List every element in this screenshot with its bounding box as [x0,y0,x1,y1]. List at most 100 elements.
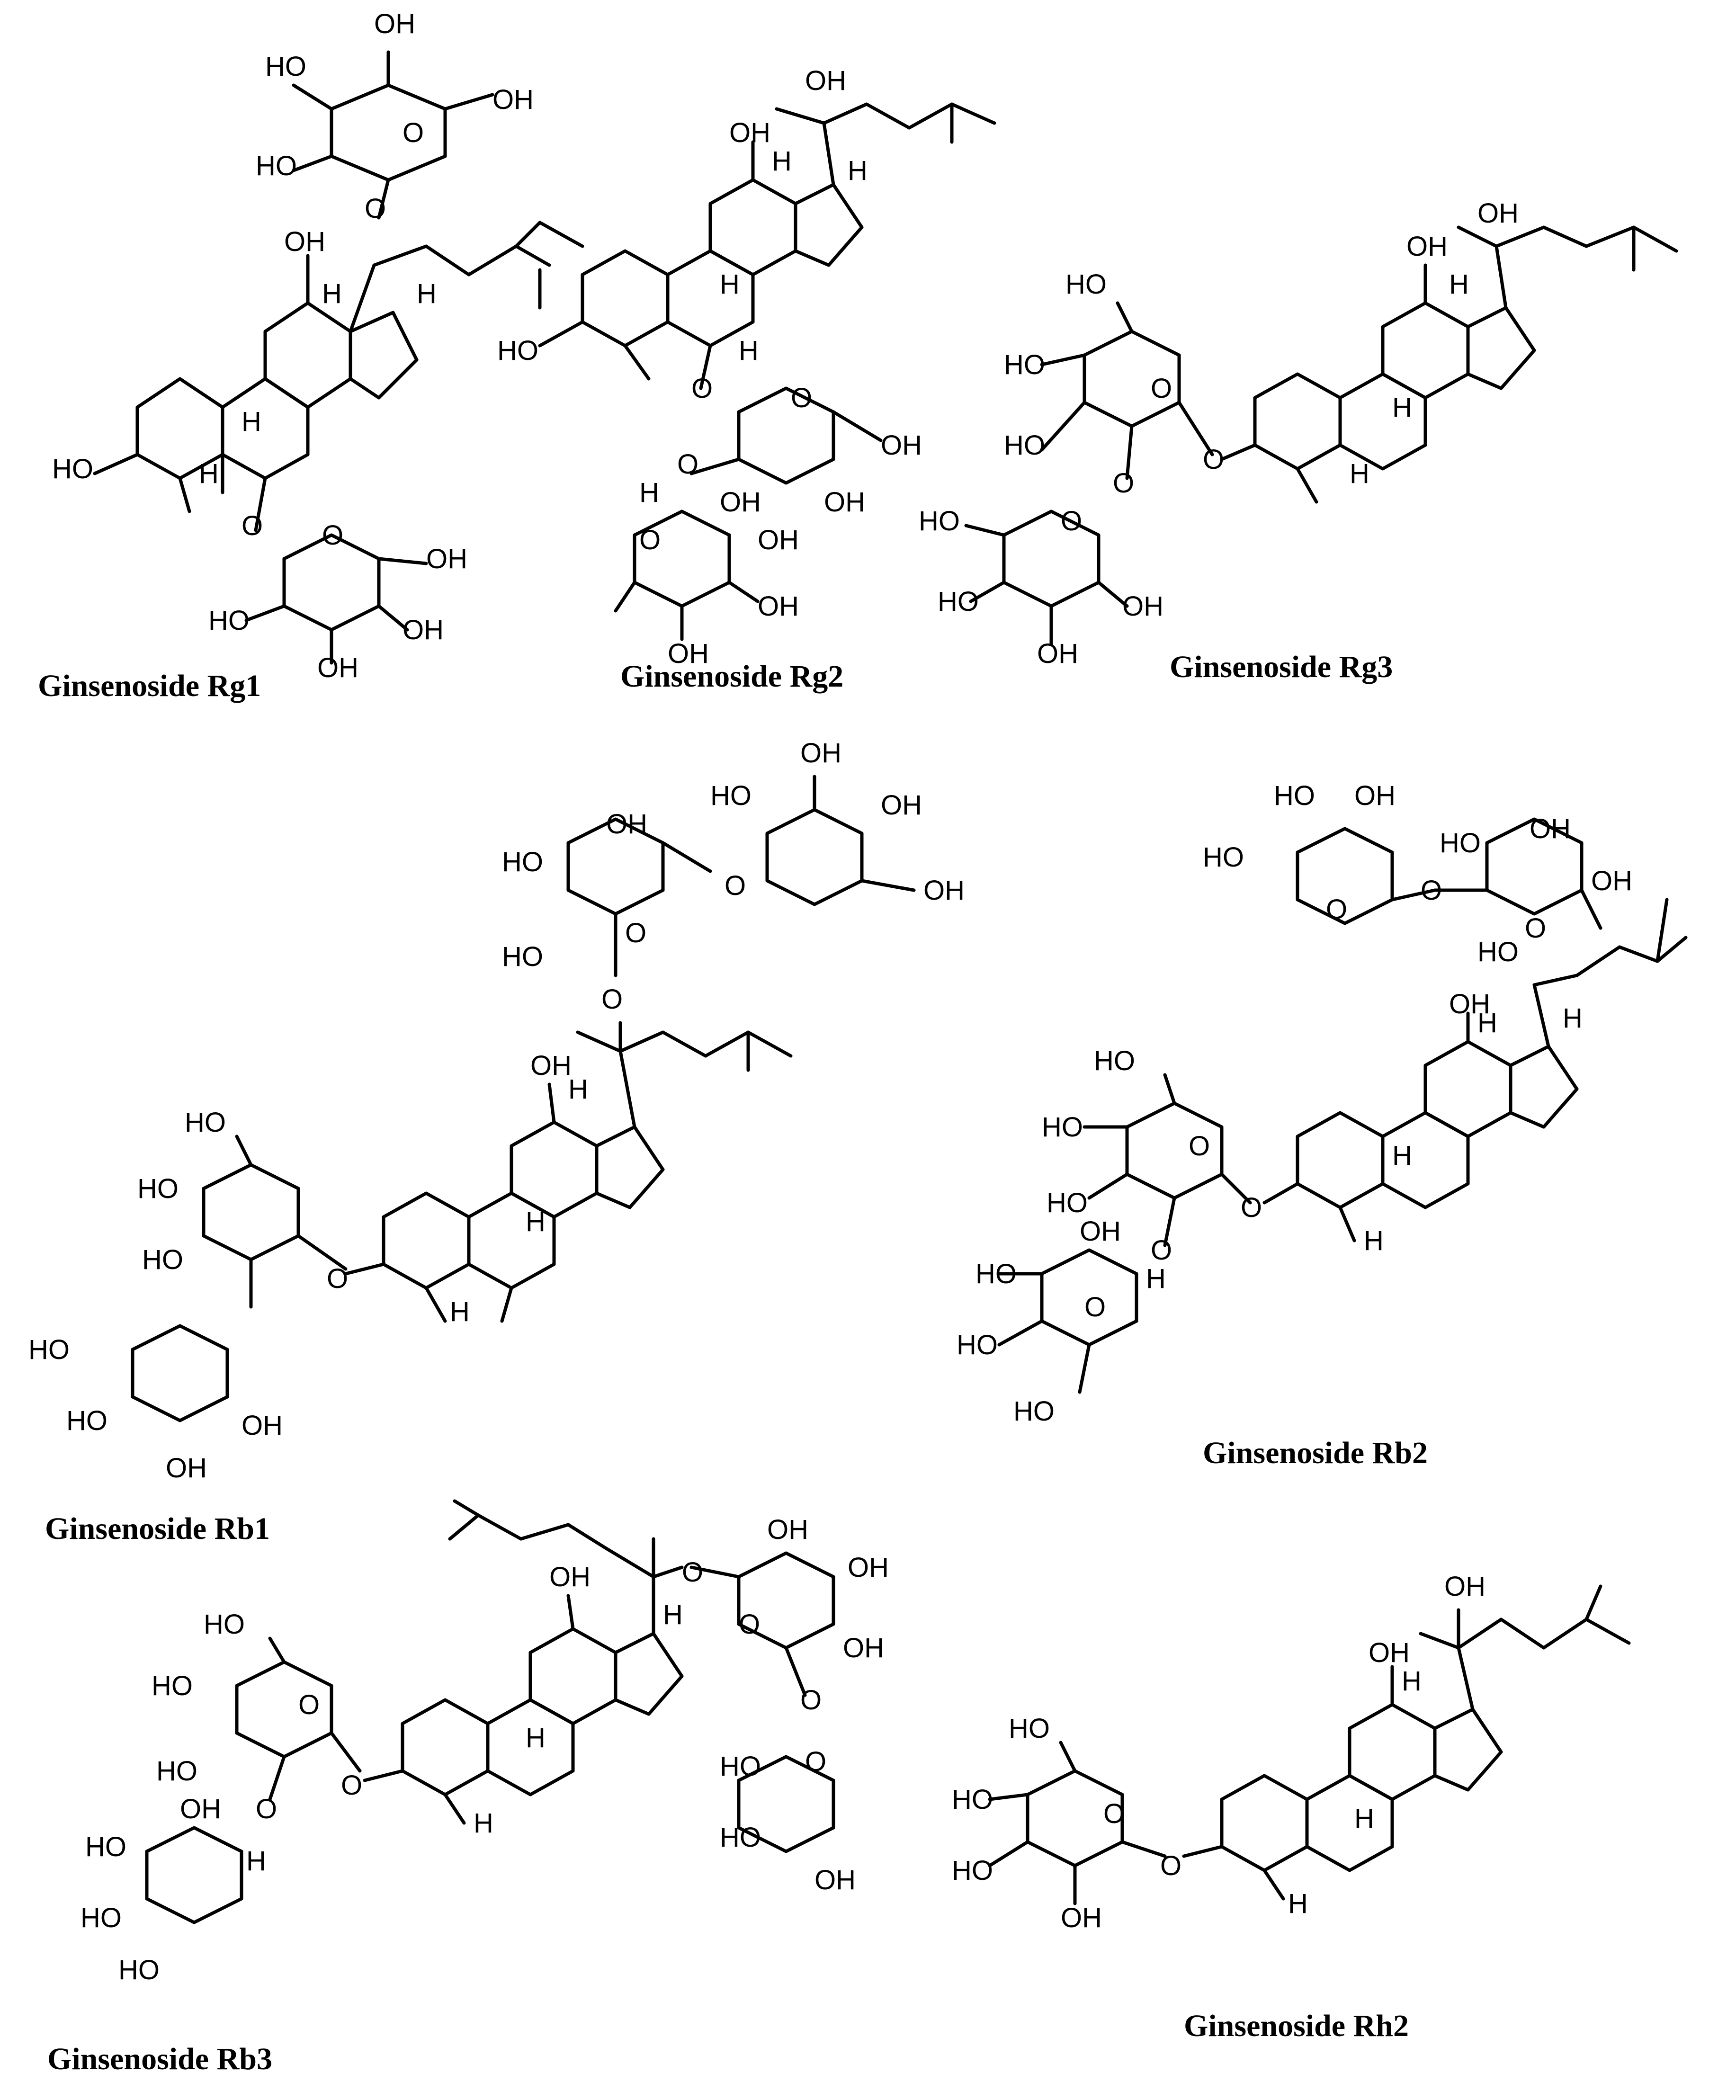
o-label: O [1203,444,1224,475]
o-label: O [322,520,343,551]
o-label: O [1103,1798,1125,1829]
compound-name-rb3: Ginsenoside Rb3 [47,2042,272,2076]
oh-label: OH [668,638,709,669]
h-label: H [526,1723,546,1753]
oh-label: OH [729,117,770,148]
oh-label: OH [881,790,922,821]
h-label: H [246,1846,266,1877]
o-label: O [1113,468,1134,499]
oh-label: OH [1369,1637,1410,1668]
o-label: O [242,510,263,541]
ho-label: HO [66,1405,107,1436]
ho-label: HO [502,847,543,877]
h-label: H [848,155,868,186]
ho-label: HO [185,1107,226,1138]
oh-label: OH [1061,1903,1102,1933]
compound-name-rg3: Ginsenoside Rg3 [1170,650,1393,684]
h-label: H [663,1600,683,1630]
oh-label: OH [1449,989,1490,1019]
compound-name-rg1: Ginsenoside Rg1 [38,669,261,703]
o-label: O [1151,373,1172,404]
ho-label: HO [1440,828,1481,858]
h-label: H [568,1074,588,1105]
o-label: O [805,1746,826,1777]
ho-label: HO [720,1822,761,1853]
oh-label: OH [1477,198,1519,229]
h-label: H [1402,1666,1422,1697]
structure-rb2 [997,817,1688,1394]
h-label: H [739,335,759,366]
h-label: H [1563,1003,1583,1034]
oh-label: OH [166,1453,207,1483]
oh-label: OH [1406,231,1448,262]
o-label: O [1189,1131,1210,1162]
oh-label: OH [843,1633,884,1663]
oh-label: OH [530,1050,572,1081]
oh-label: OH [426,544,467,574]
o-label: O [1241,1192,1262,1223]
oh-label: OH [720,487,761,518]
structure-rg2 [538,102,996,641]
ho-label: HO [156,1756,197,1787]
ho-label: HO [497,335,538,366]
h-label: H [1477,1008,1497,1038]
oh-label: OH [284,226,325,257]
ho-label: HO [1477,937,1519,967]
o-label: O [1421,875,1442,906]
ho-label: HO [256,151,297,181]
h-label: H [526,1206,546,1237]
ho-label: HO [1009,1713,1050,1744]
ho-label: HO [85,1832,126,1862]
h-label: H [450,1296,470,1327]
h-label: H [322,278,342,309]
ho-label: HO [118,1955,160,1985]
ho-label: HO [952,1784,993,1815]
o-label: O [739,1609,760,1640]
ho-label: HO [1094,1046,1135,1076]
h-label: H [720,269,740,300]
h-label: H [1288,1888,1308,1919]
ho-label: HO [919,506,960,536]
compound-name-rb1: Ginsenoside Rb1 [45,1511,270,1546]
h-label: H [417,278,437,309]
ho-label: HO [1203,842,1244,873]
ho-label: HO [52,454,93,484]
oh-label: OH [758,591,799,622]
o-label: O [365,193,386,224]
h-label: H [1449,269,1469,300]
o-label: O [256,1794,277,1824]
h-label: H [242,406,261,437]
compound-name-rh2: Ginsenoside Rh2 [1184,2009,1409,2043]
ho-label: HO [938,586,979,617]
h-label: H [1392,392,1412,423]
ho-label: HO [137,1173,179,1204]
oh-label: OH [848,1552,889,1583]
ho-label: HO [152,1671,193,1701]
o-label: O [677,449,698,480]
ho-label: HO [720,1751,761,1782]
o-label: O [1326,894,1347,925]
h-label: H [1350,458,1369,489]
o-label: O [1525,913,1546,944]
ho-label: HO [265,51,306,82]
oh-label: OH [805,65,846,96]
o-label: O [601,984,623,1015]
ho-label: HO [502,941,543,972]
ho-label: HO [142,1244,183,1275]
ho-label: HO [1013,1396,1055,1427]
ho-label: HO [1042,1112,1083,1143]
ho-label: HO [1274,780,1315,811]
ho-label: HO [1004,430,1045,461]
o-label: O [691,373,713,404]
structure-rh2 [988,1584,1631,1905]
oh-label: OH [1591,866,1632,896]
o-label: O [682,1557,703,1588]
h-label: H [1364,1225,1384,1256]
oh-label: OH [881,430,922,461]
oh-label: OH [1444,1571,1485,1602]
structure-rb3 [145,1499,835,1924]
oh-label: OH [1037,638,1078,669]
oh-label: OH [606,809,647,840]
oh-label: OH [814,1865,856,1895]
